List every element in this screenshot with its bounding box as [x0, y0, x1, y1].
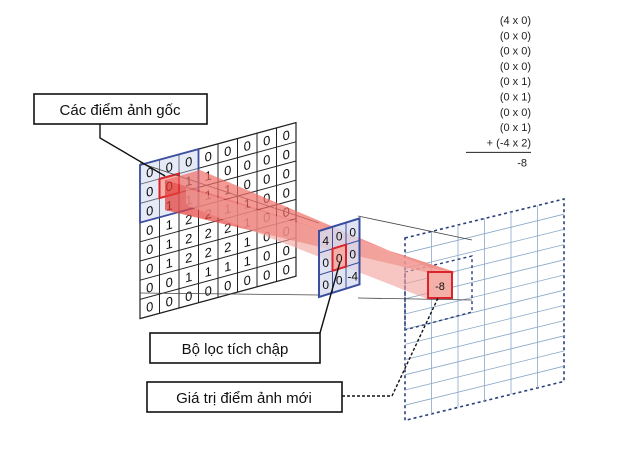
filter-projection-lines	[357, 215, 473, 301]
output-grid-line	[404, 365, 565, 406]
output-grid-line	[404, 213, 565, 254]
source-pixel-value: 0	[185, 288, 192, 305]
source-pixel-value: 1	[166, 236, 173, 253]
source-pixel-value: 0	[166, 274, 173, 291]
output-pixel-value: -8	[435, 281, 445, 293]
source-pixel-value: 0	[146, 183, 153, 200]
source-pixel-value: 0	[146, 299, 153, 316]
source-pixel-value: 0	[263, 132, 270, 149]
source-pixel-value: 0	[263, 171, 270, 188]
output-grid-line	[404, 274, 565, 315]
source-pixel-value: 0	[205, 283, 212, 300]
source-pixel-value: 0	[146, 279, 153, 296]
calc-term: (0 x 0)	[500, 46, 531, 58]
label-conv-filter: Bộ lọc tích chập	[149, 261, 341, 364]
source-pixel-value: 1	[185, 269, 192, 286]
output-grid-line	[404, 335, 565, 376]
calc-term: (0 x 0)	[500, 30, 531, 42]
source-pixel-value: 2	[185, 230, 192, 247]
source-grid-line	[139, 256, 297, 300]
calc-term: (4 x 0)	[500, 15, 531, 27]
source-pixel-value: 0	[205, 148, 212, 165]
source-pixel-value: 0	[146, 222, 153, 239]
filter-value: 0	[322, 256, 329, 270]
source-pixel-value: 0	[224, 162, 231, 179]
source-pixel-value: 1	[224, 258, 231, 275]
source-pixel-value: 2	[205, 225, 212, 242]
source-pixel-value: 1	[205, 264, 212, 281]
source-pixel-value: 0	[263, 248, 270, 265]
label-source-pixels: Các điểm ảnh gốc	[33, 93, 208, 177]
label-new-pixel-text: Giá trị điểm ảnh mới	[176, 390, 312, 407]
output-grid-line	[404, 320, 565, 360]
source-pixel-value: 2	[185, 211, 192, 228]
source-pixel-value: 0	[166, 159, 173, 176]
source-pixel-value: 0	[283, 242, 290, 259]
filter-center-cell	[331, 243, 347, 273]
output-grid-line	[404, 350, 565, 391]
calculation-stack: (4 x 0) (0 x 0) (0 x 0) (0 x 0) (0 x 1) (0 x …	[466, 15, 531, 169]
source-pixel-value: 0	[244, 176, 251, 193]
source-pixel-value: 0	[244, 272, 251, 289]
output-pixel: -8	[427, 271, 453, 299]
source-pixel-value: 0	[224, 143, 231, 160]
source-pixel-value: 1	[166, 217, 173, 234]
source-pixel-value: 0	[263, 152, 270, 169]
filter-value: 0	[322, 278, 329, 292]
source-pixel-value: 0	[283, 262, 290, 279]
source-pixel-value: 0	[263, 228, 270, 245]
source-pixel-value: 2	[185, 250, 192, 267]
calc-term: (0 x 1)	[500, 76, 531, 88]
source-pixel-value: 0	[185, 154, 192, 171]
calc-term: (0 x 1)	[500, 92, 531, 104]
source-pixel-value: 0	[283, 185, 290, 202]
source-pixel-value: 0	[146, 203, 153, 220]
calc-result: -8	[517, 157, 527, 169]
source-pixel-value: 0	[283, 146, 290, 163]
output-grid-line	[404, 229, 565, 269]
source-grid-line	[139, 237, 297, 281]
source-grid-line	[139, 275, 297, 320]
filter-value: -4	[347, 270, 358, 284]
source-pixel-value: 0	[263, 190, 270, 207]
filter-value: 0	[349, 226, 356, 240]
calc-term: (0 x 0)	[500, 61, 531, 73]
filter-value: 0	[349, 248, 356, 262]
output-grid-line	[404, 289, 565, 330]
output-grid-line	[404, 305, 565, 345]
source-pixel-value: 0	[146, 260, 153, 277]
source-pixel-value: 0	[224, 277, 231, 294]
source-pixel-value: 0	[283, 127, 290, 144]
source-pixel-value: 0	[244, 157, 251, 174]
source-pixel-value: 0	[146, 241, 153, 258]
source-pixel-value: 0	[263, 267, 270, 284]
source-pixel-value: 1	[244, 253, 251, 270]
label-conv-filter-text: Bộ lọc tích chập	[182, 341, 289, 358]
label-source-pixels-text: Các điểm ảnh gốc	[60, 102, 181, 119]
filter-value: 4	[322, 234, 329, 248]
calc-term: + (-4 x 2)	[487, 137, 531, 149]
source-pixel-value: 1	[166, 255, 173, 272]
filter-value: 0	[336, 230, 343, 244]
source-pixel-value: 2	[205, 244, 212, 261]
source-pixel-value: 2	[224, 239, 231, 256]
source-pixel-value: 0	[283, 166, 290, 183]
source-pixel-value: 0	[244, 138, 251, 155]
calc-term: (0 x 1)	[500, 122, 531, 134]
output-feature-map	[404, 197, 565, 422]
source-pixel-value: 0	[166, 293, 173, 310]
calc-term: (0 x 0)	[500, 107, 531, 119]
filter-value: 0	[336, 274, 343, 288]
source-pixel-value: 2	[224, 220, 231, 237]
source-pixel-value: 1	[244, 234, 251, 251]
filter-value: 0	[336, 252, 343, 266]
source-pixel-value: 0	[146, 164, 153, 181]
label-new-pixel: Giá trị điểm ảnh mới	[146, 297, 439, 413]
